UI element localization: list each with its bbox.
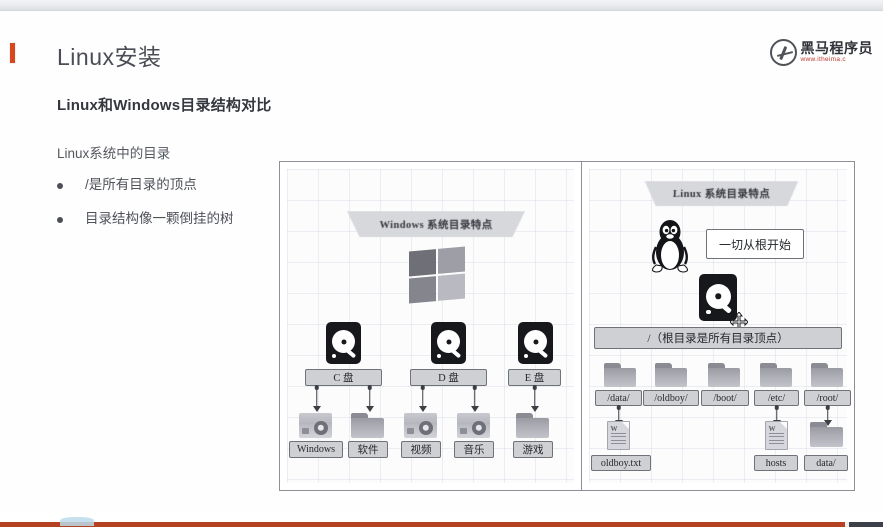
folder-icon (351, 413, 384, 438)
connector-arrow (823, 405, 832, 426)
folder-icon (516, 413, 549, 438)
leaf-label-data: data/ (804, 455, 848, 471)
leaf-label-windows: Windows (289, 441, 343, 458)
computer-icon (404, 413, 437, 438)
folder-icon (760, 363, 792, 387)
leaf-label-software: 软件 (348, 441, 388, 458)
chapter-marker[interactable] (60, 517, 94, 526)
document-icon: W (607, 421, 630, 450)
intro-line: Linux系统中的目录 (57, 146, 171, 161)
connector-arrow (530, 385, 539, 412)
folder-label-boot: /boot/ (701, 390, 749, 406)
connector-arrow (312, 385, 321, 412)
leaf-label-video: 视频 (401, 441, 441, 458)
folder-label-data: /data/ (595, 390, 642, 406)
drive-label-e: E 盘 (508, 369, 561, 386)
leaf-label-game: 游戏 (513, 441, 553, 458)
hard-drive-icon (326, 322, 361, 364)
leaf-label-hosts: hosts (754, 455, 798, 471)
tux-penguin-icon (651, 220, 689, 273)
directory-comparison-diagram: Windows 系统目录特点 C 盘 (279, 161, 855, 491)
leaf-label-oldboy-txt: oldboy.txt (591, 455, 651, 471)
horse-circle-icon (769, 39, 797, 66)
window-top-chrome (0, 0, 883, 11)
brand-logo: 黑马程序员 www.itheima.c (769, 39, 874, 66)
presentation-slide: Linux安装 Linux和Windows目录结构对比 Linux系统中的目录 … (0, 11, 883, 511)
title-accent-bar (9, 42, 16, 64)
section-subtitle: Linux和Windows目录结构对比 (57, 97, 272, 114)
folder-label-oldboy: /oldboy/ (643, 390, 699, 406)
leaf-label-music: 音乐 (454, 441, 494, 458)
drive-label-c: C 盘 (305, 369, 382, 386)
page-title: Linux安装 (57, 44, 162, 70)
computer-icon (299, 413, 332, 438)
connector-arrow (418, 385, 427, 412)
folder-icon (811, 363, 843, 387)
bullet-dot-icon (57, 216, 63, 223)
folder-icon (655, 363, 687, 387)
brand-text: 黑马程序员 www.itheima.c (801, 41, 874, 64)
root-directory-bar: /（根目录是所有目录顶点） (594, 327, 842, 349)
folder-label-etc: /etc/ (754, 390, 799, 406)
list-item: /是所有目录的顶点 (57, 177, 287, 194)
windows-banner: Windows 系统目录特点 (345, 211, 527, 237)
hard-drive-icon (518, 322, 553, 364)
linux-panel: Linux 系统目录特点 (582, 162, 854, 490)
hard-drive-icon (431, 322, 466, 364)
move-cursor (730, 312, 748, 332)
list-item: 目录结构像一颗倒挂的树 (57, 211, 287, 228)
bullet-dot-icon (57, 183, 63, 189)
video-player-bar[interactable] (0, 511, 883, 532)
folder-label-root: /root/ (804, 390, 851, 406)
document-icon: W (765, 421, 788, 450)
player-progress-fill[interactable] (0, 522, 845, 527)
brand-name: 黑马程序员 (800, 40, 873, 57)
hard-drive-icon (699, 274, 737, 321)
bullet-text: 目录结构像一颗倒挂的树 (85, 210, 234, 226)
callout-root-start: 一切从根开始 (706, 229, 804, 259)
folder-icon (708, 363, 740, 387)
connector-arrow (470, 385, 479, 412)
bullet-list: /是所有目录的顶点 目录结构像一颗倒挂的树 (57, 177, 287, 245)
folder-icon (604, 363, 636, 387)
brand-url: www.itheima.c (800, 56, 846, 64)
folder-icon (810, 422, 843, 447)
linux-banner: Linux 系统目录特点 (643, 181, 800, 206)
linux-panel-grid: Linux 系统目录特点 (589, 169, 851, 483)
windows-panel: Windows 系统目录特点 C 盘 (280, 162, 582, 490)
bullet-text: /是所有目录的顶点 (85, 177, 197, 192)
computer-icon (457, 413, 490, 438)
windows-logo-icon (409, 246, 465, 304)
drive-label-d: D 盘 (410, 369, 487, 386)
windows-panel-grid: Windows 系统目录特点 C 盘 (287, 169, 574, 483)
connector-arrow (365, 385, 374, 412)
player-buffer-fill (849, 522, 883, 527)
